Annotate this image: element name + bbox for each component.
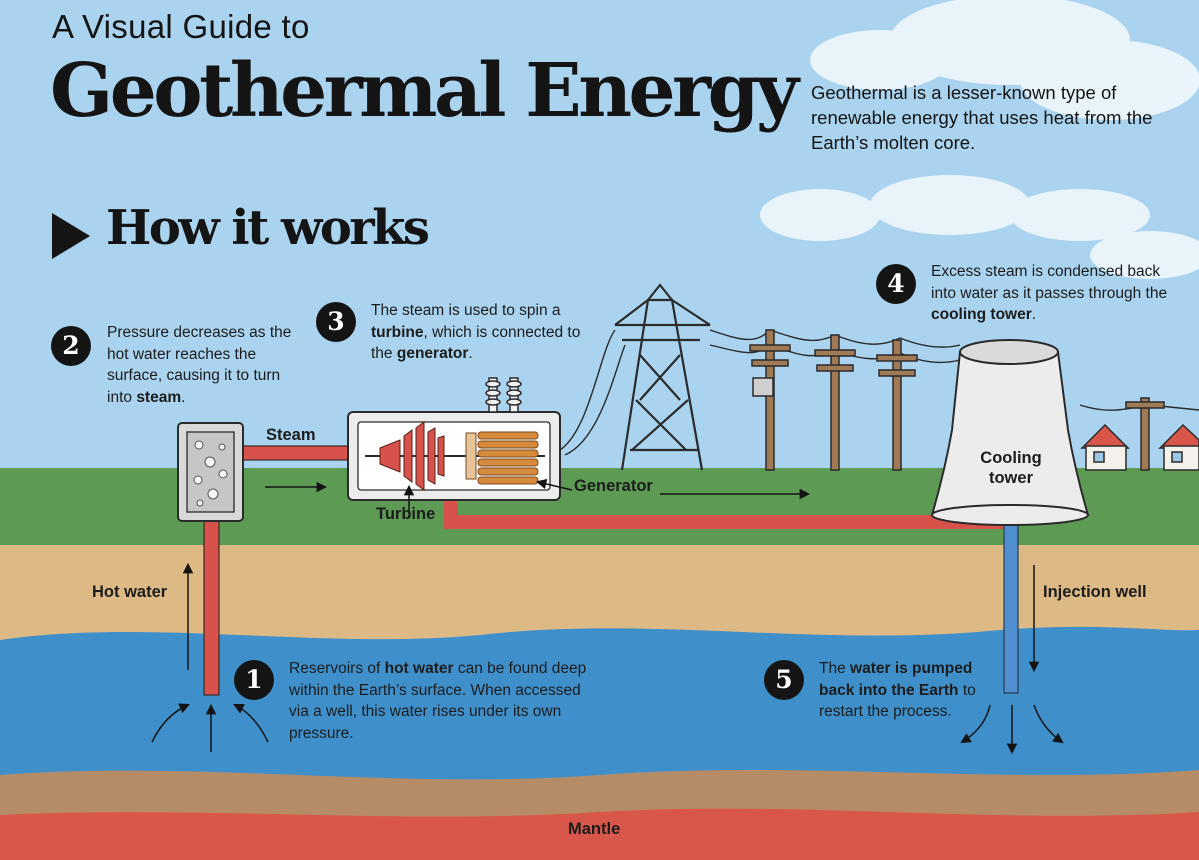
insulators <box>485 377 522 413</box>
arrow-out-right <box>1033 704 1064 744</box>
arrow-out-left <box>960 704 991 744</box>
step-4-text-a: Excess steam is condensed back into wate… <box>931 263 1168 302</box>
step-4-number: 4 <box>876 264 916 304</box>
step-4-text-b: . <box>1031 306 1037 323</box>
turbine-generator-housing <box>347 377 561 501</box>
section-title: How it works <box>106 200 430 256</box>
label-generator: Generator <box>574 477 653 495</box>
clouds <box>760 0 1199 279</box>
step-2-number: 2 <box>51 326 91 366</box>
arrow-reservoir-right <box>233 704 269 743</box>
label-mantle: Mantle <box>568 820 621 838</box>
step-1-bold: hot water <box>384 660 454 677</box>
steam-separator <box>177 422 244 522</box>
step-5-bold: water is pumped back into the Earth <box>819 660 973 699</box>
step-5-number: 5 <box>764 660 804 700</box>
step-5-text-b: to restart the process. <box>819 681 976 721</box>
mantle-layer <box>0 808 1199 860</box>
step-3-text: The steam is used to spin a turbine, whi… <box>371 300 606 365</box>
page-title: Geothermal Energy <box>50 48 799 134</box>
injection-pipe <box>1003 514 1019 694</box>
label-turbine: Turbine <box>376 505 436 523</box>
utility-poles <box>749 329 1165 471</box>
intro-text: Geothermal is a lesser-known type of ren… <box>811 82 1153 153</box>
flow-arrows <box>151 478 1064 755</box>
transmission-tower <box>614 283 711 471</box>
step-3-text-b: , which is connected to the <box>371 323 581 363</box>
label-injection-well: Injection well <box>1043 583 1147 601</box>
step-1-number: 1 <box>234 660 274 700</box>
step-2-bold: steam <box>136 388 182 406</box>
arrow-generator-pointer <box>535 478 573 491</box>
steam-pipe <box>242 445 356 461</box>
step-4-bold: cooling tower <box>931 306 1032 323</box>
hot-water-pipe <box>203 519 220 696</box>
label-cooling-tower: Cooling tower <box>980 449 1042 487</box>
step-3-number: 3 <box>316 302 356 342</box>
step-1-text: Reservoirs of hot water can be found dee… <box>289 658 594 744</box>
step-3-bold-b: generator <box>396 345 469 362</box>
step-5-text-a: The <box>819 660 851 677</box>
step-2-text-a: Pressure decreases as the hot water reac… <box>107 324 292 406</box>
water-reservoir <box>0 626 1199 780</box>
step-3-text-a: The steam is used to spin a <box>371 302 561 319</box>
step-2-text-b: . <box>181 388 186 406</box>
step-3-text-c: . <box>468 345 473 362</box>
play-icon <box>52 213 90 259</box>
turbine-blades <box>379 421 445 491</box>
label-hot-water: Hot water <box>92 583 168 601</box>
step-5-text: The water is pumped back into the Earth … <box>819 658 1004 723</box>
label-steam: Steam <box>266 426 316 444</box>
title-kicker: A Visual Guide to <box>52 8 310 45</box>
step-1-text-a: Reservoirs of <box>289 660 385 677</box>
step-2-text: Pressure decreases as the hot water reac… <box>107 322 292 408</box>
step-4-text: Excess steam is condensed back into wate… <box>931 261 1171 326</box>
step-3-bold-a: turbine <box>371 323 424 341</box>
generator-coil <box>465 431 539 485</box>
arrow-reservoir-left <box>151 703 190 743</box>
step-1-text-b: can be found deep within the Earth’s sur… <box>289 660 587 742</box>
houses <box>1080 423 1199 471</box>
cooling-tower <box>930 339 1090 526</box>
